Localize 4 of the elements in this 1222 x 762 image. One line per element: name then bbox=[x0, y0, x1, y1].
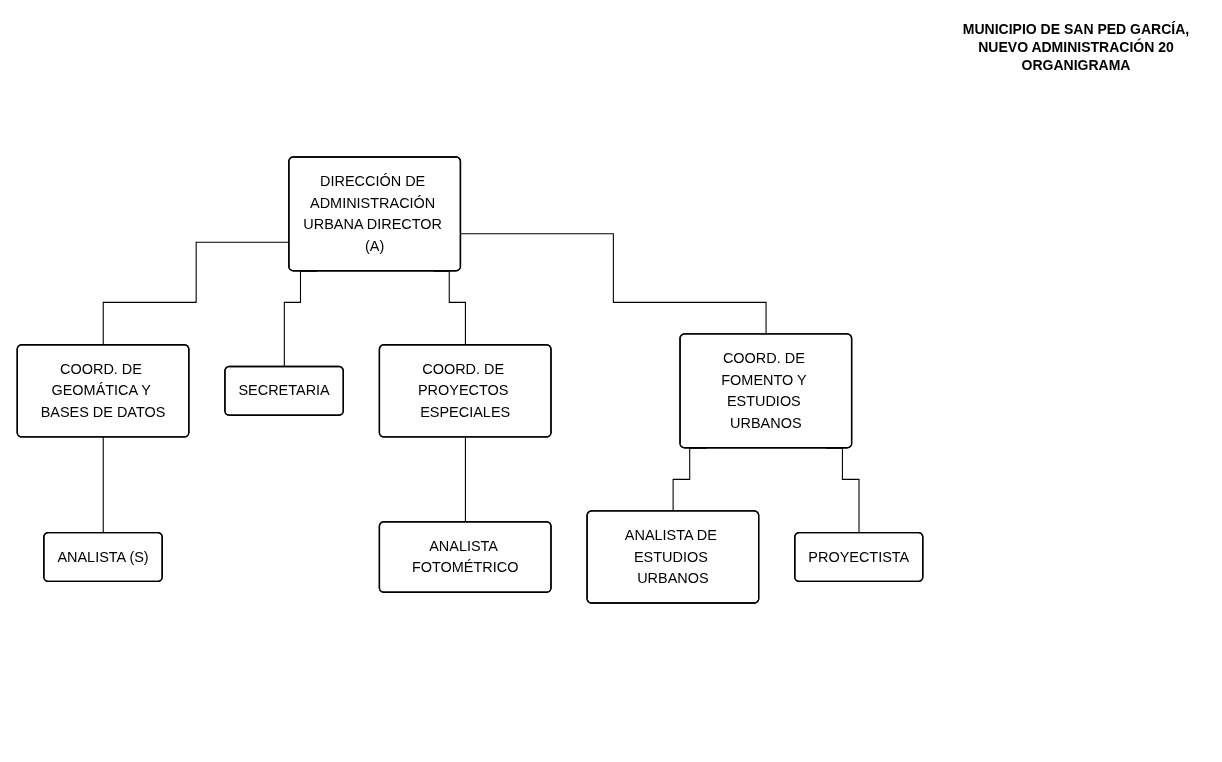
connector bbox=[102, 436, 104, 534]
title: MUNICIPIO DE SAN PED GARCÍA, NUEVO ADMINISTRACIÓN 20 ORGANIGRAMA bbox=[961, 20, 1191, 75]
connector bbox=[460, 233, 767, 335]
connector bbox=[464, 436, 467, 523]
